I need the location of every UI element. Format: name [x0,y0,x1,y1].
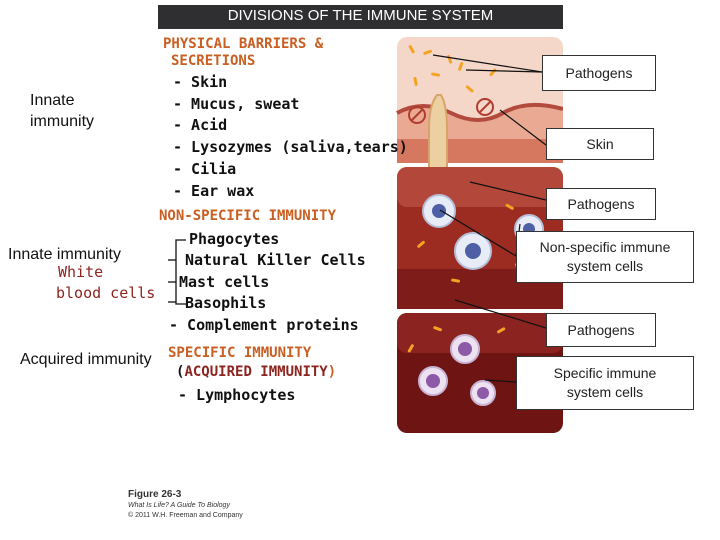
nonspecific-heading: NON-SPECIFIC IMMUNITY [159,208,337,224]
specific-cells-callout: Specific immune system cells [516,356,694,410]
paren-open: ( [176,364,185,380]
nonspecific-item: Mast cells [179,273,270,291]
specific-subheading: (ACQUIRED IMMUNITY) [176,364,336,380]
specific-cells [418,334,496,406]
pathogens-callout: Pathogens [542,55,656,91]
nonspecific-item: Basophils [185,294,267,312]
acquired-immunity-subheading: ACQUIRED IMMUNITY [184,364,328,380]
specific-heading: SPECIFIC IMMUNITY [168,345,312,361]
physical-item: - Mucus, sweat [173,94,300,113]
physical-item: - Acid [173,116,228,135]
skin-callout: Skin [546,128,654,160]
paren-close: ) [327,364,337,380]
physical-item: - Cilia [173,159,237,178]
white-label: White [58,263,104,281]
blood-cells-label: blood cells [56,284,156,302]
physical-item: - Ear wax [173,181,255,200]
physical-heading-2: SECRETIONS [171,53,256,69]
nonspecific-item: Phagocytes [189,230,280,248]
bracket-lines [168,239,186,305]
nonspecific-item: - Complement proteins [169,316,359,334]
figure-copyright: © 2011 W.H. Freeman and Company [128,512,243,519]
physical-barrier-list: - Skin - Mucus, sweat - Acid - Lysozymes… [173,72,408,202]
physical-item: - Skin [173,73,228,91]
nonspecific-cells-callout: Non-specific immune system cells [516,231,694,283]
nonspecific-item: Natural Killer Cells [185,251,366,269]
innate-immunity-label: Innate immunity [8,246,121,263]
pathogens-callout: Pathogens [546,313,656,347]
innate-immunity-label-top: Innate immunity [30,92,95,130]
lymphocytes-item: - Lymphocytes [178,386,296,404]
diagram-title: DIVISIONS OF THE IMMUNE SYSTEM [158,5,563,29]
figure-number: Figure 26-3 [128,489,182,500]
pathogens-callout: Pathogens [546,188,656,220]
figure-book: What Is Life? A Guide To Biology [128,502,230,509]
physical-item: - Lysozymes (saliva,tears) [173,138,408,157]
nonspecific-cells [422,194,544,270]
physical-heading-1: PHYSICAL BARRIERS & [163,36,324,52]
acquired-immunity-label: Acquired immunity [20,351,152,368]
